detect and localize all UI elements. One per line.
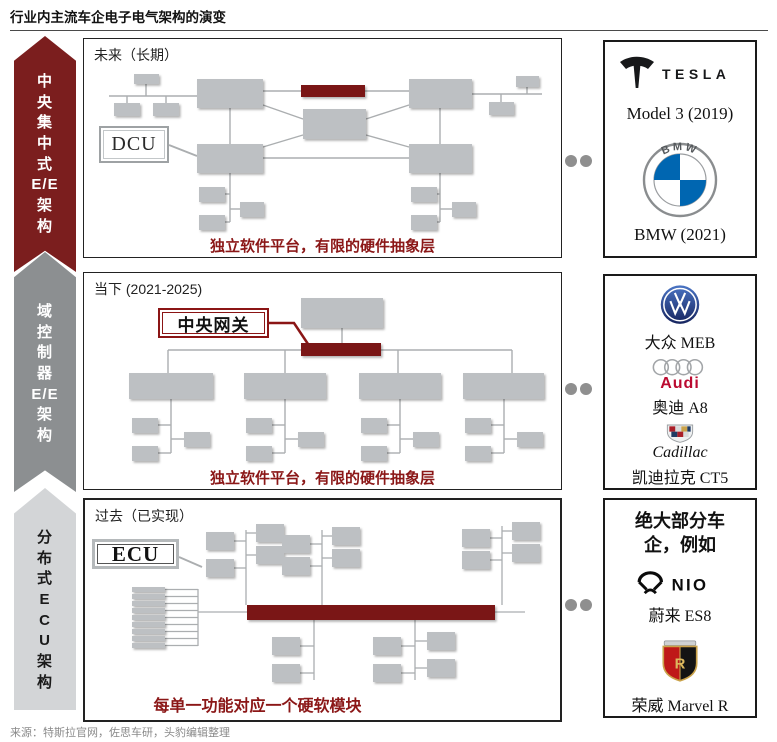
nio-caption: 蔚来 ES8 [648,607,712,625]
audi-logo-icon [652,359,704,376]
future-architecture-diagram [109,74,542,230]
connector-dot [565,599,577,611]
bus-bar [247,605,495,620]
central-gateway-label-box: 中央网关 [158,308,269,338]
panel-future: 未来（长期） DCU 独立软件平台，有限的硬件抽象层 [83,38,562,258]
central-gateway-bar [301,343,381,356]
connector-dot [565,155,577,167]
cadillac-wordmark: Cadillac [652,443,708,461]
bmw-caption: BMW (2021) [634,225,726,244]
stage-label-distributed: 分 布 式 E C U 架 构 [36,529,53,691]
stage-arrow-domain: 域 控 制 器 E/E 架 构 [14,252,76,492]
dcu-label-box: DCU [99,126,169,163]
roewe-logo-icon: R [662,640,698,682]
panel-past: 过去（已实现） ECU 每单一功能对应一个硬软模块 [83,498,562,722]
audi-caption: 奥迪 A8 [652,399,708,417]
source-note: 来源：特斯拉官网，佐思车研，头豹编辑整理 [10,727,230,739]
examples-card-present: 大众 MEB Audi 奥迪 A8 Cadillac 凯迪拉克 CT5 [603,274,757,490]
dcu-label: DCU [111,133,157,155]
audi-wordmark: Audi [660,374,700,392]
panel-label-future: 未来（长期） [94,47,178,63]
bmw-wordmark: BMW [660,141,698,157]
panel-caption-present: 独立软件平台，有限的硬件抽象层 [209,470,435,487]
bmw-logo-icon: BMW [642,141,718,218]
connector-dot [580,383,592,395]
panel-caption-future: 独立软件平台，有限的硬件抽象层 [209,238,435,255]
connector-dot [580,599,592,611]
tesla-model-caption: Model 3 (2019) [626,104,734,123]
ecu-label-box: ECU [92,539,179,569]
nio-wordmark: NIO [672,575,709,594]
stage-label-centralized: 中 央 集 中 式 E/E 架 构 [31,73,59,235]
panel-present: 当下 (2021-2025) 中央网关 独立软件平台，有限的硬件抽象层 [83,272,562,490]
stage-arrow-centralized: 中 央 集 中 式 E/E 架 构 [14,36,76,272]
nio-logo-icon: NIO [637,570,709,594]
central-gateway-label: 中央网关 [177,315,250,335]
svg-text:BMW: BMW [660,141,700,157]
title-divider [10,30,768,31]
card3-heading: 绝大部分车企，例如 [635,511,725,556]
examples-card-past: 绝大部分车企，例如 NIO 蔚来 ES8 R 荣威 Marvel R [603,498,757,718]
roewe-caption: 荣威 Marvel R [631,698,729,715]
page-title: 行业内主流车企电子电气架构的演变 [10,10,226,25]
ecu-label: ECU [111,541,160,566]
vw-caption: 大众 MEB [644,335,716,353]
tesla-logo-icon: TESLA [620,56,730,88]
stage-arrow-distributed: 分 布 式 E C U 架 构 [14,488,76,710]
stage-label-domain: 域 控 制 器 E/E 架 构 [31,303,59,445]
cadillac-caption: 凯迪拉克 CT5 [631,469,729,487]
distributed-ecu-diagram [132,522,540,682]
examples-card-future: TESLA Model 3 (2019) BMW BMW (2021) [603,40,757,258]
domain-architecture-diagram [129,298,544,461]
roewe-crest-monogram: R [675,656,686,672]
central-computer-bar [301,85,365,97]
vw-logo-icon [660,285,700,324]
panel-label-present: 当下 (2021-2025) [94,281,203,297]
tesla-wordmark: TESLA [662,66,730,82]
panel-caption-past: 每单一功能对应一个硬软模块 [153,698,362,715]
gateway-callout-line [269,321,310,345]
cadillac-logo-icon [666,424,694,443]
connector-dot [580,155,592,167]
connector-dot [565,383,577,395]
panel-label-past: 过去（已实现） [95,508,193,524]
